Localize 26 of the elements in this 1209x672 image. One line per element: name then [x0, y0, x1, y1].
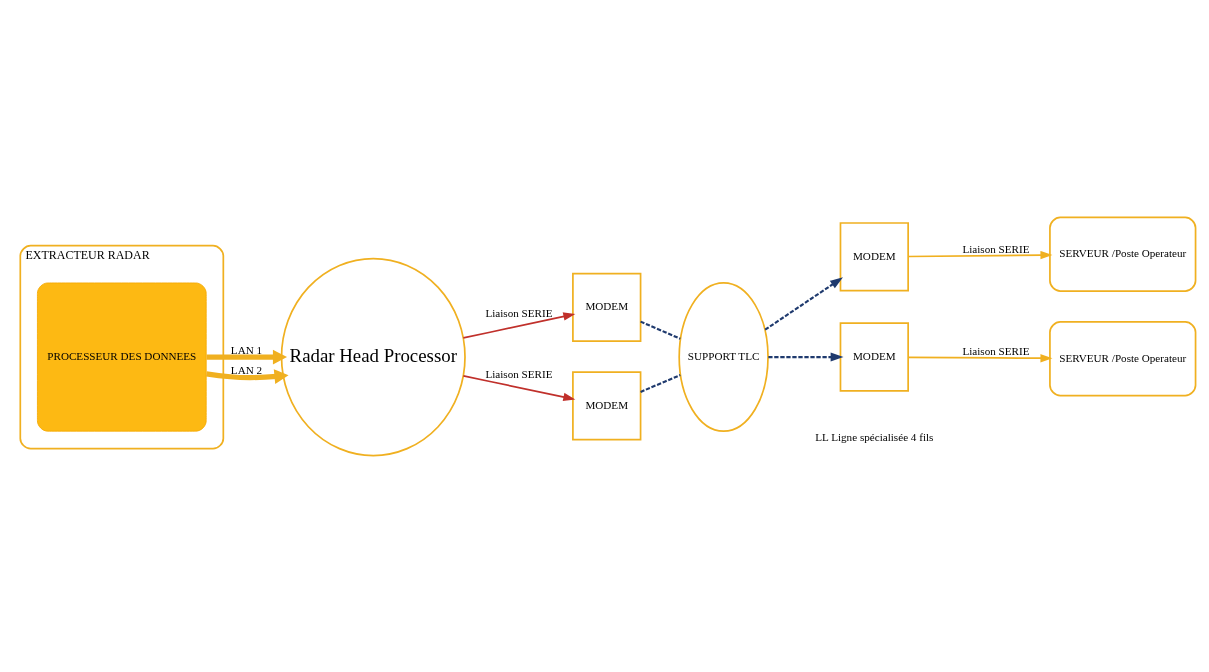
label: LL Ligne spécialisée 4 fils — [815, 430, 934, 442]
edge-label: Liaison SERIE — [962, 242, 1030, 255]
node-box: SERVEUR /Poste Operateur — [1049, 320, 1197, 396]
node-box: MODEM — [839, 321, 909, 392]
edge-label: LAN 2 — [230, 363, 263, 376]
arrow — [462, 311, 576, 339]
connector — [640, 373, 681, 393]
node-ellipse: SUPPORT TLC — [678, 281, 769, 432]
node-circle: Radar Head Processor — [280, 257, 466, 456]
arrow — [462, 374, 576, 401]
arrow — [206, 368, 289, 384]
edge-label: Liaison SERIE — [962, 344, 1030, 357]
node-box: PROCESSEUR DES DONNEES — [37, 282, 207, 432]
connector — [640, 320, 681, 340]
edge-label: LAN 1 — [230, 343, 263, 356]
node-box: MODEM — [839, 221, 909, 292]
node-box: MODEM — [572, 272, 642, 342]
edge-label: Liaison SERIE — [485, 306, 553, 319]
arrow — [907, 353, 1053, 362]
arrow — [764, 276, 843, 331]
arrow — [206, 349, 288, 364]
arrow — [768, 352, 844, 362]
edge-label: Liaison SERIE — [485, 367, 553, 380]
node-box: SERVEUR /Poste Operateur — [1049, 216, 1197, 292]
node-box: MODEM — [572, 370, 642, 441]
arrow — [907, 250, 1053, 259]
